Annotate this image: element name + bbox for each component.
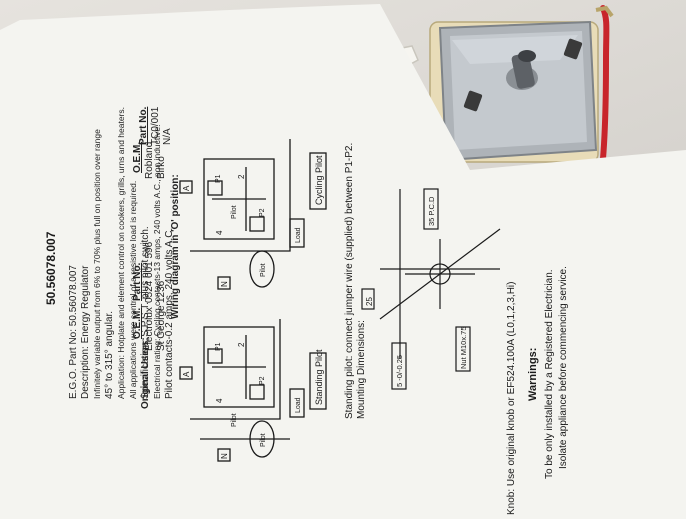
original-users-label: Original Users: <box>140 337 151 409</box>
standing-pilot-note: Standing pilot: connect jumper wire (sup… <box>344 143 355 419</box>
info-block: E.G.O. Part No: 50.56078.007 Description… <box>68 107 175 399</box>
mounting-diagram: 25 5 -0/-0.25 35 P.C.D Nut M10x.75 <box>361 188 501 390</box>
standing-load-label: Load <box>295 397 302 413</box>
info-line-7: Electrical rating: Cycling contacts-13 a… <box>152 125 162 400</box>
dim-25: 25 <box>365 297 374 306</box>
info-line-2: Infinitely variable output from 6% to 70… <box>92 129 102 399</box>
cycling-a-label: A <box>182 185 191 191</box>
info-line-4: Application: Hotplate and element contro… <box>116 107 126 399</box>
mounting-dims-label: Mounting Dimensions: <box>356 320 367 419</box>
standing-pilot-diagram: P1 P2 2 4 Pilot Pilot Load A N <box>179 319 327 462</box>
cycling-pilot-tag: Pilot <box>231 205 238 219</box>
partno-header-left: Part No. <box>132 262 143 301</box>
oem-right-1: Birko <box>156 156 167 179</box>
knob-note: Knob: Use original knob or EF524.100A (L… <box>506 282 517 515</box>
paper <box>0 4 686 519</box>
part-right-0: TC0/001 <box>150 106 161 145</box>
cycling-t4: 4 <box>215 230 224 235</box>
warning-1: Isolate appliance before commencing serv… <box>558 266 569 469</box>
cycling-n-label: N <box>220 281 229 287</box>
warnings-title: Warnings: <box>527 348 539 401</box>
oem-header-left: O.E.M. <box>132 308 143 339</box>
part-left-1: 1236 <box>156 280 167 303</box>
users-table: Original Users: O.E.M. Part No. Electrol… <box>132 106 181 409</box>
doc-title: 50.56078.007 <box>44 231 58 305</box>
info-line-5: All applications were control of a resis… <box>128 181 138 399</box>
standing-p1: P1 <box>215 342 222 351</box>
cycling-t2: 2 <box>237 174 246 179</box>
dim-35pcd: 35 P.C.D <box>427 196 436 226</box>
info-line-8: Pilot contacts-0.2 amps, 240 volts A.C. <box>164 228 175 399</box>
standing-n-label: N <box>220 453 229 459</box>
standing-t4: 4 <box>215 398 224 403</box>
part-left-0: 0524 001 596 <box>144 241 155 303</box>
standing-a-label: A <box>182 371 191 377</box>
cycling-pilot-diagram: P1 P2 2 4 Pilot Pilot Load A N Cycling P… <box>179 139 327 290</box>
wiring-title: Wiring diagram in 'O' position: <box>170 174 181 319</box>
cycling-regulator-box <box>203 158 275 240</box>
info-line-3: 45° to 315° angular. <box>104 311 115 399</box>
cycling-pilot-caption-box <box>309 152 327 210</box>
cycling-pilot-lamp <box>249 250 275 288</box>
oem-header-right: O.E.M. <box>132 142 143 173</box>
standing-pilot-caption-box <box>309 352 327 410</box>
cycling-load-label: Load <box>295 227 302 243</box>
oem-left-0: Electrolux <box>144 307 155 351</box>
cycling-p1: P1 <box>215 174 222 183</box>
dim-5: 5 -0/-0.25 <box>395 355 404 387</box>
standing-pilot-tag: Pilot <box>231 413 238 427</box>
cycling-p2: P2 <box>259 208 266 217</box>
warning-0: To be only installed by a Registered Ele… <box>544 269 555 479</box>
dim-nut: Nut M10x.75 <box>459 326 468 369</box>
standing-pilot-caption: Standing Pilot <box>314 349 324 405</box>
info-line-0: E.G.O. Part No: 50.56078.007 <box>68 265 79 399</box>
standing-pilot-lamp-label: Pilot <box>260 433 267 447</box>
standing-t2: 2 <box>237 342 246 347</box>
standing-regulator-box <box>203 326 275 408</box>
partno-header-right: Part No. <box>138 106 149 145</box>
oem-right-0: Robland <box>144 142 155 179</box>
info-line-6: Specification: S.P.S.T. plus pilot switc… <box>140 226 151 399</box>
cycling-pilot-caption: Cycling Pilot <box>314 155 324 205</box>
oem-left-1: St George <box>156 305 167 351</box>
standing-p2: P2 <box>259 376 266 385</box>
standing-pilot-lamp <box>249 420 275 458</box>
info-line-1: Description: Energy Regulator <box>80 265 91 399</box>
cycling-pilot-lamp-label: Pilot <box>260 263 267 277</box>
part-right-1: N/A <box>162 128 173 145</box>
